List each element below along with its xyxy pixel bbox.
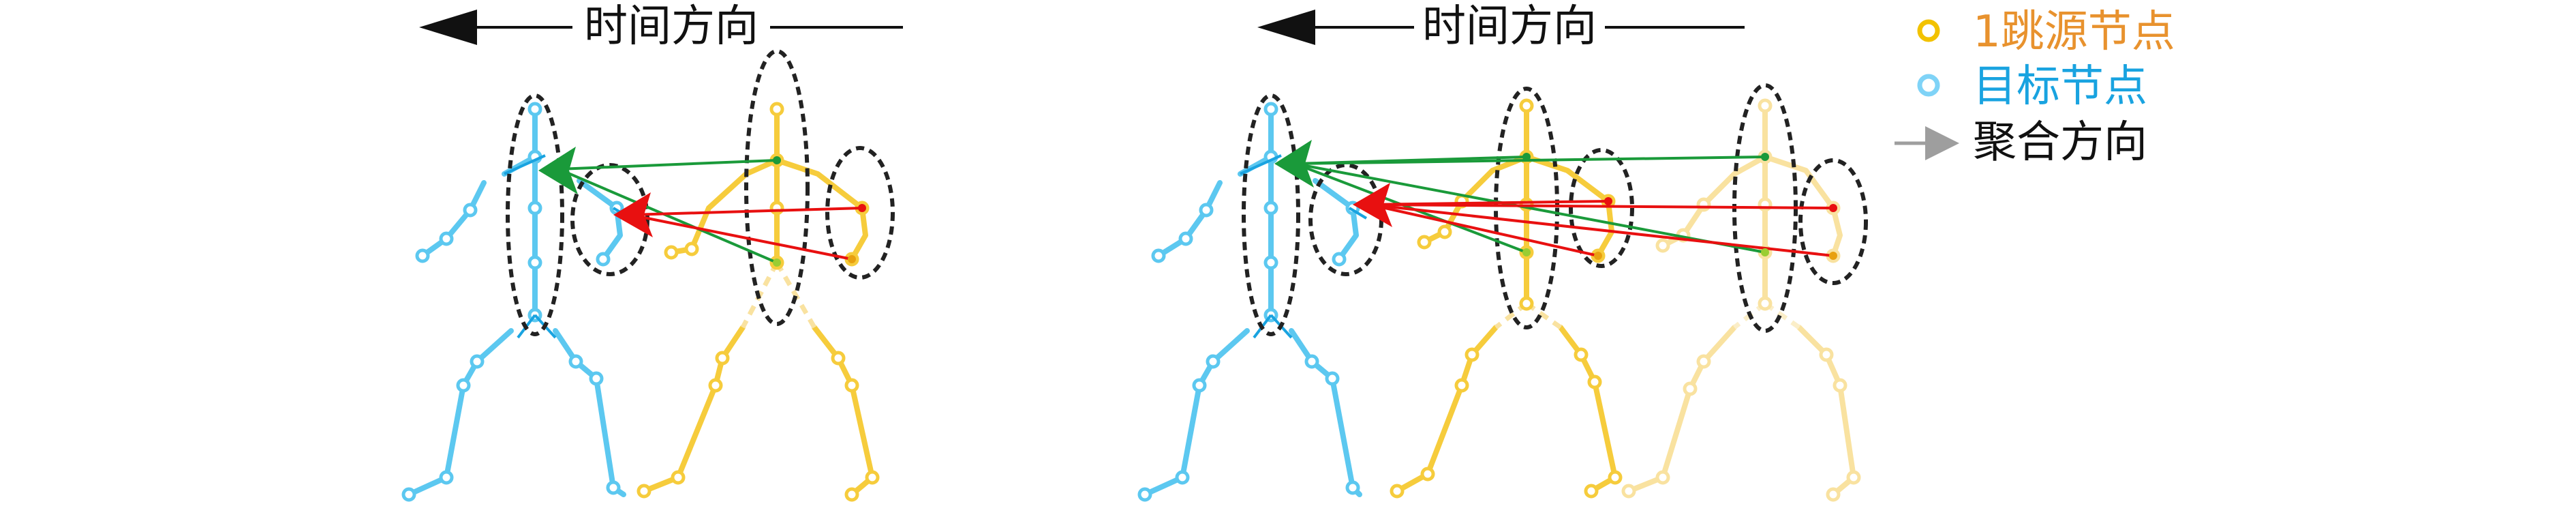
time-direction-arrow xyxy=(1257,10,1745,45)
target-joints xyxy=(1137,102,1360,502)
legend: 1跳源节点 目标节点 聚合方向 xyxy=(1895,7,2175,168)
source-skeleton-dashed xyxy=(740,261,817,329)
source-edge-dots xyxy=(1522,153,1837,260)
source-joints-faded xyxy=(1621,98,1861,502)
aggregation-edges xyxy=(558,159,863,264)
node-group-ellipses xyxy=(506,49,895,336)
gray-arrow-icon xyxy=(1895,126,1959,160)
aggregation-edges xyxy=(1294,156,1834,257)
source-edge-dots xyxy=(773,156,866,267)
legend-label-source: 1跳源节点 xyxy=(1973,7,2175,57)
legend-item-source: 1跳源节点 xyxy=(1917,7,2175,57)
yellow-circle-icon xyxy=(1917,19,1940,42)
blue-circle-icon xyxy=(1917,74,1940,97)
source-skeleton-faded xyxy=(1626,103,1856,497)
panel-title: 时间方向 xyxy=(584,1,758,52)
aggregation-arrowheads xyxy=(538,147,653,237)
panel-2: 时间方向 xyxy=(1137,1,1868,502)
legend-item-direction: 聚合方向 xyxy=(1895,117,2147,168)
target-joints xyxy=(401,102,624,502)
legend-label-target: 目标节点 xyxy=(1973,61,2147,112)
time-direction-arrow xyxy=(419,10,903,45)
panel-title: 时间方向 xyxy=(1422,1,1597,52)
aggregation-arrowheads xyxy=(1274,140,1392,227)
legend-label-direction: 聚合方向 xyxy=(1973,117,2147,168)
legend-item-target: 目标节点 xyxy=(1917,61,2147,112)
panel-1: 时间方向 xyxy=(401,1,903,502)
node-group-ellipses xyxy=(1242,83,1868,336)
